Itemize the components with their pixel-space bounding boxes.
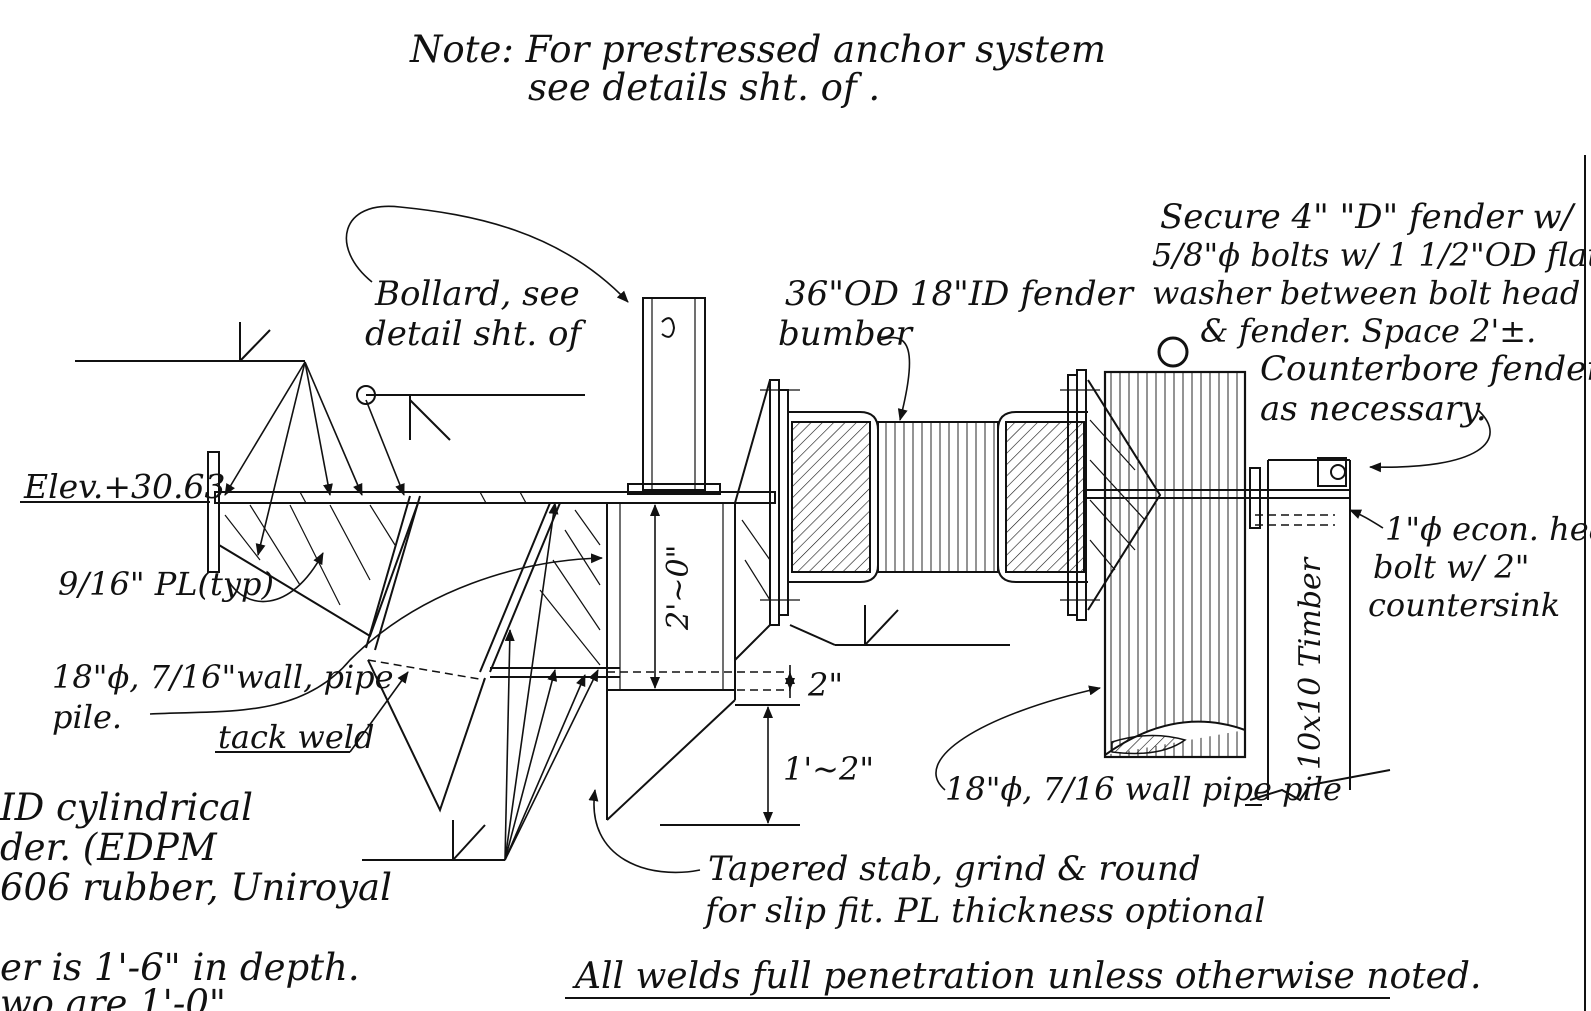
depth-label-1: er is 1'-6" in depth.	[0, 946, 360, 989]
bollard-label-1: Bollard, see	[374, 274, 580, 314]
dim-2ft-label: 2'~0"	[661, 545, 696, 631]
left-gusset	[218, 495, 421, 651]
elevation-label: Elev.+30.63	[23, 467, 226, 506]
fender-bumper-label-2: bumber	[778, 314, 914, 354]
leader-b1	[504, 629, 515, 861]
leader-2	[255, 361, 306, 556]
secure-label-6: as necessary.	[1260, 389, 1487, 429]
center-stab	[479, 502, 790, 821]
fender-bumper-label-1: 36"OD 18"ID fender	[785, 274, 1135, 314]
econ-bolt-label-1: 1"ϕ econ. head	[1385, 510, 1591, 548]
cyl-fender-label-1: ID cylindrical	[0, 786, 253, 829]
econ-bolt-label-3: countersink	[1368, 586, 1560, 624]
welds-note: All welds full penetration unless otherw…	[572, 956, 1481, 997]
secure-label-2: 5/8"ϕ bolts w/ 1 1/2"OD flat	[1152, 236, 1591, 274]
secure-label-5: Counterbore fender	[1260, 349, 1591, 389]
plate-leader	[227, 552, 324, 603]
level-symbol-top	[75, 322, 305, 362]
leader-4	[304, 361, 363, 496]
secure-label-3: washer between bolt head	[1152, 274, 1580, 312]
tapered-leader	[588, 789, 701, 874]
right-pipe-pile	[1103, 336, 1247, 759]
level-symbol-right	[789, 605, 1010, 646]
note-line-1: Note: For prestressed anchor system	[409, 28, 1106, 71]
level-symbol-bottom	[362, 820, 505, 861]
tack-weld-leader	[349, 671, 409, 753]
secure-label-1: Secure 4" "D" fender w/	[1160, 197, 1577, 237]
bollard-leader	[345, 205, 629, 303]
leader-b4	[504, 502, 559, 861]
tack-weld-label: tack weld	[218, 718, 374, 756]
bollard-label-2: detail sht. of	[365, 314, 586, 354]
pipe-pile-right-leader	[935, 685, 1101, 791]
timber-label: 10x10 Timber	[1293, 556, 1328, 770]
dim-2in-label: 2"	[807, 666, 843, 704]
leader-b5	[504, 669, 599, 861]
tapered-label-1: Tapered stab, grind & round	[708, 849, 1201, 889]
pipe-pile-right-label: 18"ϕ, 7/16 wall pipe pile	[945, 770, 1342, 808]
note-line-2: see details sht. of .	[528, 66, 880, 109]
secure-leader	[1369, 409, 1491, 473]
fender-bumper	[734, 369, 1100, 661]
pipe-pile-left-label-2: pile.	[52, 698, 122, 736]
leader-1	[224, 361, 306, 496]
cyl-fender-label-3: 606 rubber, Uniroyal	[0, 866, 392, 909]
depth-label-2: wo are 1'-0"	[0, 982, 226, 1011]
econ-bolt-label-2: bolt w/ 2"	[1373, 548, 1529, 586]
lower-gusset	[367, 659, 486, 813]
fender-bumper-leader	[879, 336, 911, 421]
plate-label: 9/16" PL(typ)	[58, 565, 274, 603]
cyl-fender-label-2: der. (EDPM	[0, 826, 218, 869]
bollard	[627, 297, 721, 495]
leader-3	[304, 361, 333, 496]
tapered-label-2: for slip fit. PL thickness optional	[702, 891, 1265, 931]
leader-b2	[504, 669, 558, 861]
pipe-pile-left-label-1: 18"ϕ, 7/16"wall, pipe	[52, 658, 394, 696]
dim-1ft2-label: 1'~2"	[783, 750, 874, 788]
leader-5	[365, 399, 405, 496]
secure-label-4: & fender. Space 2'±.	[1200, 312, 1536, 350]
leader-b3	[504, 674, 586, 861]
econ-bolt-leader	[1349, 509, 1384, 529]
level-symbol-mid	[356, 385, 585, 441]
pipe-pile-leader	[149, 553, 603, 715]
